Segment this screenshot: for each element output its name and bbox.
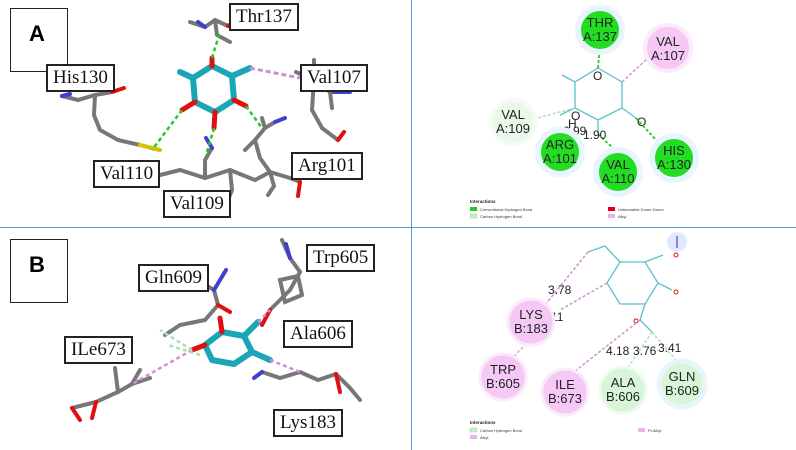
- svg-text:B:673: B:673: [548, 391, 582, 406]
- label-his130: His130: [46, 64, 115, 92]
- svg-text:B:609: B:609: [665, 383, 699, 398]
- svg-text:A:130: A:130: [657, 157, 691, 172]
- svg-text:A:137: A:137: [583, 29, 617, 44]
- ligand-oxygens-b: [189, 315, 225, 353]
- svg-text:VAL: VAL: [501, 107, 525, 122]
- svg-text:HIS: HIS: [663, 143, 685, 158]
- atom-o-3: O: [593, 69, 602, 83]
- label-ala606: Ala606: [283, 320, 353, 348]
- carbon-hbonds-b: [159, 328, 201, 357]
- svg-text:Pi-Alkyl: Pi-Alkyl: [648, 428, 661, 433]
- svg-text:Interactions: Interactions: [470, 199, 496, 204]
- label-ile673: ILe673: [64, 336, 133, 364]
- ligand-2d-b: [587, 245, 673, 333]
- svg-text:TRP: TRP: [490, 362, 516, 377]
- svg-text:B:605: B:605: [486, 376, 520, 391]
- label-thr137: Thr137: [229, 3, 299, 31]
- svg-text:A:109: A:109: [496, 121, 530, 136]
- node-val-a107: VAL A:107: [643, 23, 693, 73]
- label-val107: Val107: [300, 64, 368, 92]
- svg-text:A:101: A:101: [543, 151, 577, 166]
- label-val110: Val110: [93, 160, 161, 188]
- trp605-sticks: [260, 238, 305, 327]
- label-lys183: Lys183: [273, 409, 343, 437]
- carbon-hbond-lines-b: [624, 331, 681, 373]
- label-arg101: Arg101: [291, 152, 363, 180]
- label-trp605: Trp605: [306, 244, 376, 272]
- lys183-sticks: [252, 369, 362, 402]
- svg-text:Alkyl: Alkyl: [480, 435, 489, 440]
- node-ala-b606: ALA B:606: [598, 365, 648, 415]
- svg-text:Carbon Hydrogen Bond: Carbon Hydrogen Bond: [480, 428, 522, 433]
- svg-text:ILE: ILE: [555, 377, 575, 392]
- svg-text:Interactions: Interactions: [470, 420, 496, 425]
- dist-b-3: 4.18: [606, 344, 630, 358]
- ligand-ring-b: [202, 319, 273, 367]
- dist-b-2: 5.11: [541, 310, 564, 324]
- node-val-a110: VAL A:110: [593, 147, 643, 197]
- alkyl-bonds-b: [131, 309, 301, 386]
- legend-b: Interactions Carbon Hydrogen Bond Alkyl …: [469, 420, 661, 440]
- panel-b-letter: B: [10, 239, 68, 303]
- svg-text:B:183: B:183: [514, 321, 548, 336]
- ile673-sticks: [70, 366, 152, 422]
- dist-a-1: 0.99: [563, 124, 587, 138]
- node-val-a109: VAL A:109: [489, 98, 537, 146]
- dist-a-2: 1.90: [583, 128, 607, 142]
- svg-text:VAL: VAL: [656, 34, 680, 49]
- svg-text:LYS: LYS: [519, 307, 543, 322]
- legend-a: Interactions Conventional Hydrogen Bond …: [469, 199, 664, 219]
- node-ile-b673: ILE B:673: [540, 367, 590, 417]
- svg-text:VAL: VAL: [606, 157, 630, 172]
- svg-text:ARG: ARG: [546, 137, 574, 152]
- carbon-hbond-line-a: [529, 107, 576, 121]
- node-thr-a137: THR A:137: [575, 5, 625, 55]
- atom-o-2: O: [637, 115, 646, 129]
- node-his-a130: HIS A:130: [649, 133, 699, 183]
- his130-sticks: [60, 86, 162, 152]
- ligand-oxygens-a: [179, 55, 249, 131]
- svg-text:Carbon Hydrogen Bond: Carbon Hydrogen Bond: [480, 214, 522, 219]
- node-gln-b609: GLN B:609: [656, 358, 708, 410]
- node-arg-a101: ARG A:101: [535, 127, 585, 177]
- alkyl-bond-a: [249, 66, 301, 80]
- solvent-blob: [667, 232, 687, 252]
- svg-text:Alkyl: Alkyl: [618, 214, 627, 219]
- alkyl-line-a: [621, 57, 649, 83]
- node-trp-b605: TRP B:605: [478, 352, 528, 402]
- dist-b-5: 3.41: [658, 341, 682, 355]
- dist-b-4: 3.76: [633, 344, 657, 358]
- alkyl-lines-b: [544, 251, 641, 376]
- svg-text:B:606: B:606: [606, 389, 640, 404]
- atom-h: H: [568, 117, 577, 131]
- hbond-lines-a: [559, 44, 666, 151]
- node-lys-b183: LYS B:183: [506, 297, 556, 347]
- svg-text:ALA: ALA: [611, 375, 636, 390]
- svg-text:THR: THR: [587, 15, 614, 30]
- svg-text:Conventional Hydrogen Bond: Conventional Hydrogen Bond: [480, 207, 532, 212]
- hbonds-a: [151, 31, 264, 153]
- label-gln609: Gln609: [138, 264, 209, 292]
- dist-b-1: 3.78: [548, 283, 572, 297]
- ligand-2d-a: [559, 67, 637, 134]
- vertical-divider: [411, 0, 412, 450]
- svg-text:GLN: GLN: [669, 369, 696, 384]
- atom-o-1: O: [571, 109, 580, 123]
- svg-text:A:110: A:110: [601, 171, 634, 186]
- svg-text:Unfavorable Donor-Donor: Unfavorable Donor-Donor: [618, 207, 664, 212]
- horizontal-divider: [0, 227, 796, 228]
- svg-text:A:107: A:107: [651, 48, 685, 63]
- panel-a-letter: A: [10, 8, 68, 72]
- label-val109: Val109: [163, 190, 231, 218]
